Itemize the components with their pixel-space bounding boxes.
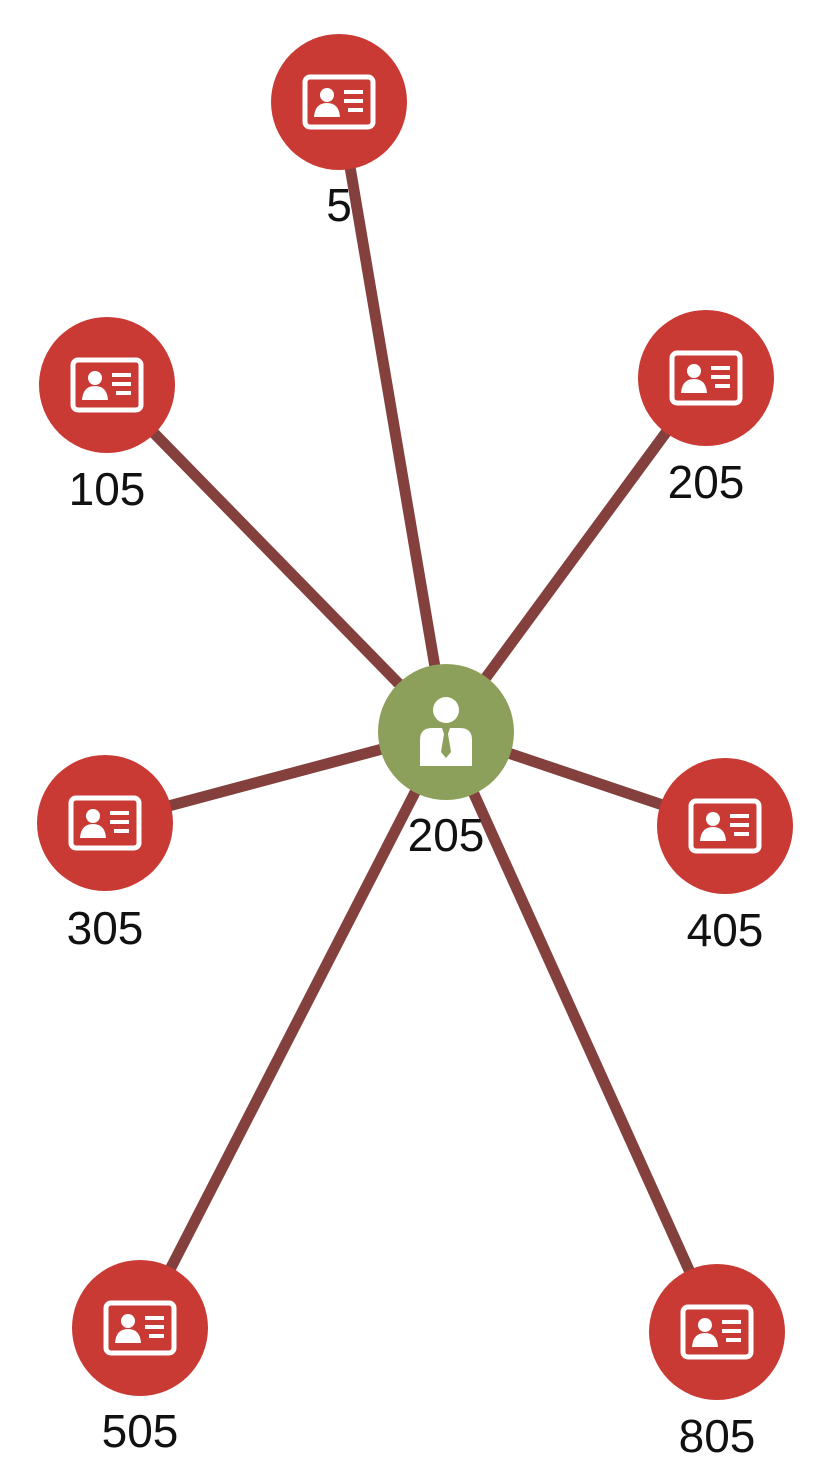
- edge-center-n105: [103, 381, 450, 736]
- id-card-icon: [103, 1300, 177, 1356]
- card-node-405[interactable]: 405: [657, 758, 793, 956]
- card-node-circle: [649, 1264, 785, 1400]
- node-label-405: 405: [687, 904, 764, 956]
- edge-center-n205: [441, 374, 711, 736]
- id-card-icon: [302, 74, 376, 130]
- card-node-circle: [638, 310, 774, 446]
- card-node-circle: [39, 317, 175, 453]
- card-node-305[interactable]: 305: [37, 755, 173, 954]
- card-node-circle: [271, 34, 407, 170]
- edge-center-n5: [333, 101, 452, 733]
- id-card-icon: [688, 798, 762, 854]
- node-label-105: 105: [69, 463, 146, 515]
- card-node-805[interactable]: 805: [649, 1264, 785, 1462]
- card-node-circle: [72, 1260, 208, 1396]
- node-label-5: 5: [326, 179, 352, 231]
- center-node-label: 205: [408, 809, 485, 861]
- node-label-505: 505: [102, 1405, 179, 1457]
- card-node-circle: [657, 758, 793, 894]
- id-card-icon: [680, 1304, 754, 1360]
- person-icon: [420, 697, 472, 766]
- id-card-icon: [68, 795, 142, 851]
- center-person-node[interactable]: 205: [378, 664, 514, 861]
- card-node-505[interactable]: 505: [72, 1260, 208, 1457]
- card-node-5[interactable]: 5: [271, 34, 407, 231]
- edge-center-n805: [440, 729, 723, 1335]
- card-node-circle: [37, 755, 173, 891]
- edges-layer: [103, 101, 727, 1335]
- card-node-105[interactable]: 105: [39, 317, 175, 515]
- id-card-icon: [70, 357, 144, 413]
- node-label-305: 305: [67, 902, 144, 954]
- node-label-205: 205: [668, 456, 745, 508]
- id-card-icon: [669, 350, 743, 406]
- card-node-205[interactable]: 205: [638, 310, 774, 508]
- nodes-layer: 5 105 205 305 405 505 805 205: [37, 34, 793, 1462]
- edge-center-n505: [135, 729, 451, 1331]
- node-label-805: 805: [679, 1410, 756, 1462]
